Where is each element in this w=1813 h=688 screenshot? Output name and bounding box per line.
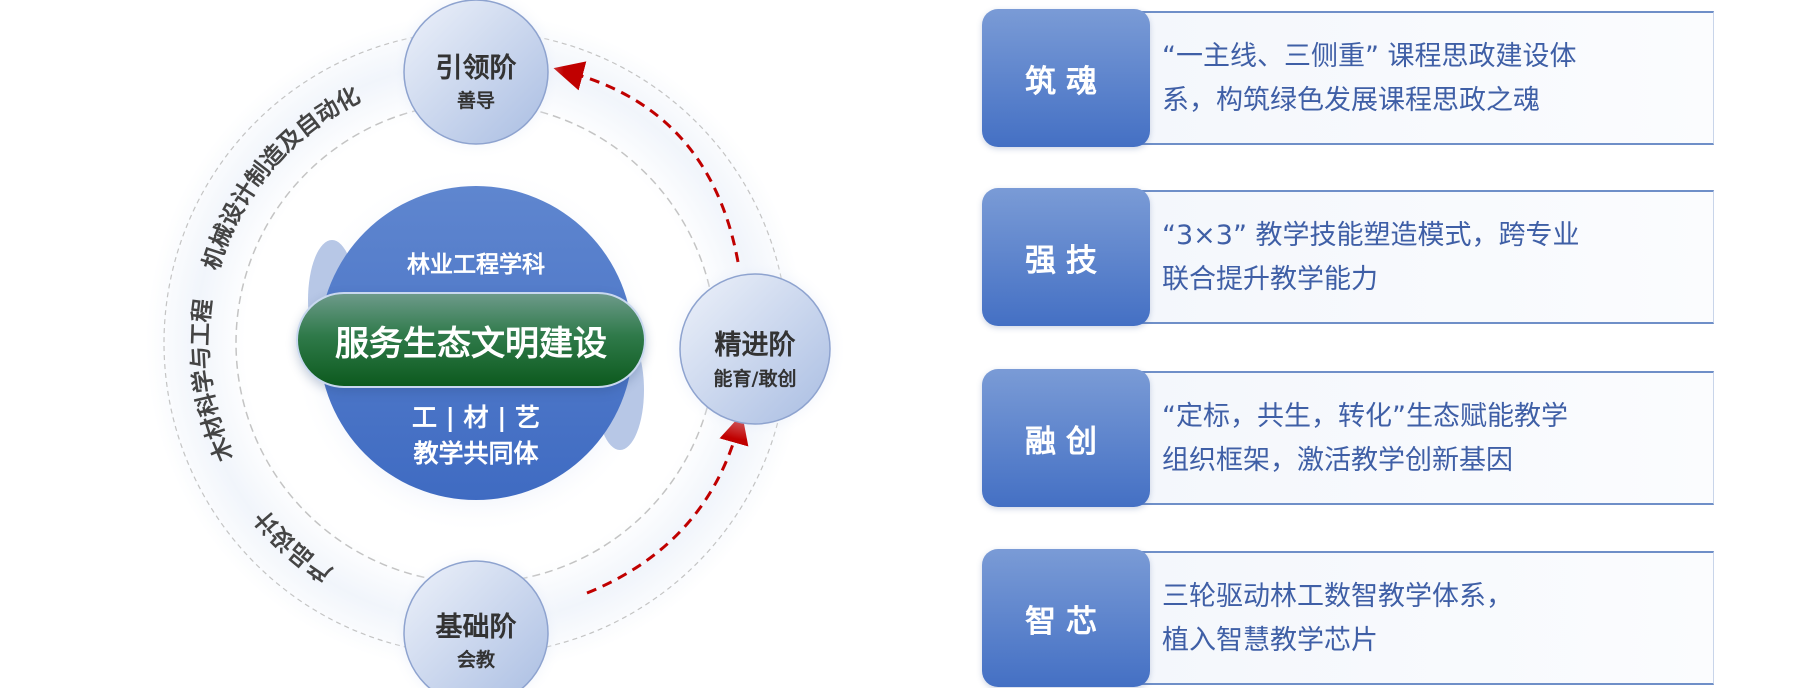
pillar-panel-soul: “一主线、三侧重” 课程思政建设体 系，构筑绿色发展课程思政之魂 [1140,11,1714,145]
pillar-panel-innovate: “定标，共生，转化”生态赋能教学 组织框架，激活教学创新基因 [1140,371,1714,505]
node-lead-sub: 善导 [456,90,495,112]
node-basic-sub: 会教 [456,649,495,671]
core-community-line2: 教学共同体 [413,439,539,468]
pillar-label-innovate: 融创 [982,369,1150,507]
pillar-text-line: 三轮驱动林工数智教学体系， [1162,581,1513,612]
node-basic-title: 基础阶 [435,612,517,643]
pillar-text-line: “3×3” 教学技能塑造模式，跨专业 [1162,220,1580,251]
core-discipline: 林业工程学科 [407,252,545,278]
cycle-diagram: 产品设计 木材科学与工程 机械设计制造及自动化 [146,0,847,688]
pillar-panel-smart: 三轮驱动林工数智教学体系， 植入智慧教学芯片 [1140,551,1714,685]
pillar-text-line: 系，构筑绿色发展课程思政之魂 [1162,85,1540,116]
core-mission-pill: 服务生态文明建设 [296,292,646,388]
node-advance-title: 精进阶 [714,330,796,361]
progress-arrow-upper [553,61,740,263]
pillar-label-smart: 智芯 [982,549,1150,687]
node-lead [403,0,549,145]
pillar-label-soul: 筑魂 [982,9,1150,147]
node-advance [679,273,831,425]
node-advance-sub: 能育/敢创 [713,368,797,390]
pillar-label-skill: 强技 [982,188,1150,326]
node-lead-title: 引领阶 [435,53,517,84]
pillar-text-line: “一主线、三侧重” 课程思政建设体 [1162,41,1577,72]
core-community-line1: 工 | 材 | 艺 [411,403,541,432]
node-basic [403,560,549,688]
pillar-text-line: 植入智慧教学芯片 [1162,625,1378,656]
pillar-panel-skill: “3×3” 教学技能塑造模式，跨专业 联合提升教学能力 [1140,190,1714,324]
pillar-text-line: 组织框架，激活教学创新基因 [1162,445,1513,476]
pillar-text-line: 联合提升教学能力 [1162,264,1378,295]
pillar-text-line: “定标，共生，转化”生态赋能教学 [1162,401,1568,432]
